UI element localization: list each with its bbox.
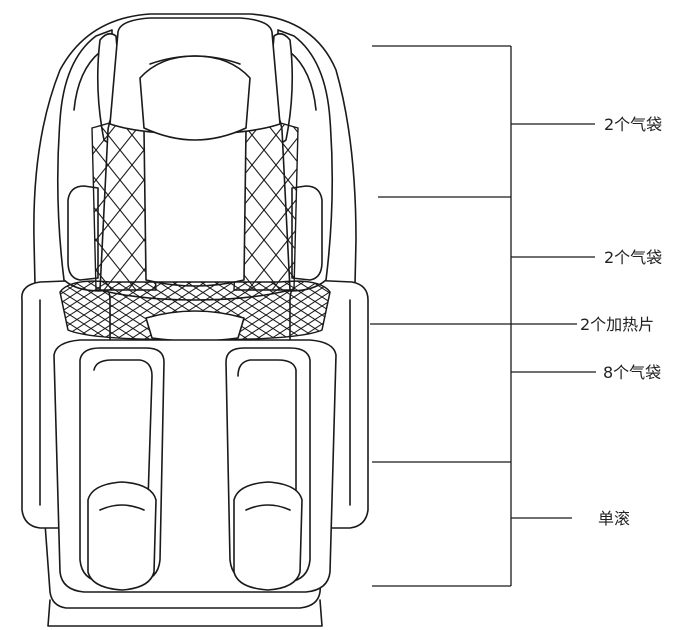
left-wing-seam xyxy=(73,51,101,111)
headrest-inner xyxy=(139,55,251,141)
label-upper-airbags: 2个气袋 xyxy=(604,115,662,134)
left-foot-seam xyxy=(99,504,145,511)
zone-labels: 2个气袋 2个气袋 2个加热片 8个气袋 单滚 xyxy=(580,115,662,528)
headrest-seam xyxy=(149,55,241,65)
massage-chair-drawing xyxy=(21,13,369,627)
right-foot-cup xyxy=(233,481,303,591)
left-foot-cup xyxy=(87,481,157,591)
zone-guides xyxy=(370,45,596,587)
left-leg-inner-seam xyxy=(93,359,153,501)
label-heating: 2个加热片 xyxy=(580,315,654,334)
seat-center-tab xyxy=(145,310,245,342)
label-roller: 单滚 xyxy=(598,509,630,528)
right-leg-inner-seam xyxy=(237,359,297,501)
label-seat-airbags: 8个气袋 xyxy=(603,363,661,382)
right-wing-seam xyxy=(289,51,317,111)
chair-foot-base xyxy=(47,599,323,627)
label-mid-airbags: 2个气袋 xyxy=(604,248,662,267)
right-foot-seam xyxy=(245,504,291,511)
